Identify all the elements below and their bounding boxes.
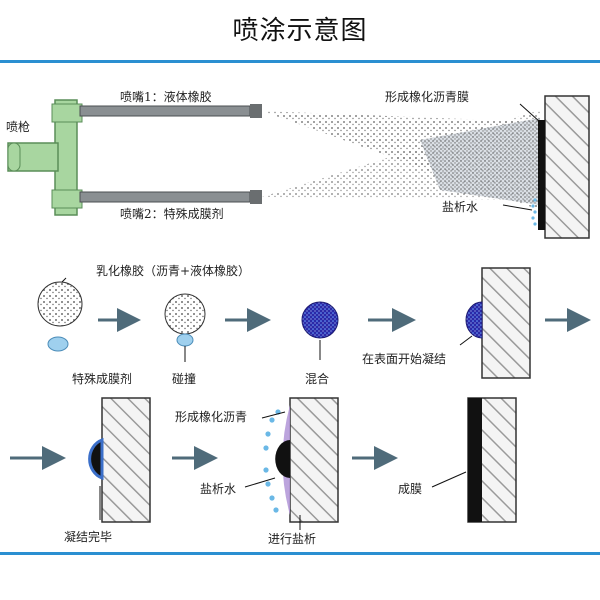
nozzle-1-icon: [79, 104, 262, 118]
page-title: 喷涂示意图: [232, 16, 368, 46]
wall-mid: [481, 267, 531, 379]
pointer-film-top: [519, 103, 541, 123]
bottom-divider: [0, 552, 600, 555]
label-nozzle1: 喷嘴1：液体橡胶: [120, 90, 212, 104]
rubber-film-top: [538, 120, 545, 230]
mixed-droplet: [301, 301, 339, 339]
collision-droplet: [164, 293, 206, 335]
label-salt-water-top: 盐析水: [442, 200, 479, 214]
nozzle-2-icon: [79, 190, 262, 204]
formed-film: [468, 398, 482, 522]
wall-bottom-1: [101, 397, 151, 523]
wall-top: [544, 95, 590, 239]
label-coagulation-done: 凝结完毕: [64, 530, 113, 544]
label-film-formed: 成膜: [398, 482, 423, 496]
coagulating-droplet: [465, 301, 483, 339]
label-mixing: 混合: [305, 372, 330, 386]
label-nozzle2: 喷嘴2：特殊成膜剂: [120, 207, 224, 221]
label-salt-water-mid: 盐析水: [200, 482, 237, 496]
special-agent-droplet: [47, 336, 69, 352]
wall-bottom-2: [289, 397, 339, 523]
label-spray-gun: 喷枪: [6, 120, 31, 134]
label-rubber-asphalt: 形成橡化沥青: [175, 410, 248, 424]
label-film-top: 形成橡化沥青膜: [385, 90, 470, 104]
salt-water-dots-top: [531, 198, 537, 226]
collision-agent-droplet: [176, 333, 194, 347]
coagulated-droplet: [88, 437, 104, 481]
label-special-agent: 特殊成膜剂: [72, 372, 133, 386]
salting-droplet: [275, 440, 290, 478]
mixed-spray-region: [420, 118, 540, 205]
label-collision: 碰撞: [172, 372, 197, 386]
emulsion-droplet: [37, 281, 83, 327]
top-divider: [0, 60, 600, 63]
pointer-salt-top: [502, 204, 533, 211]
label-emulsion: 乳化橡胶（沥青+液体橡胶）: [96, 264, 251, 278]
spray-gun-icon: [7, 99, 83, 216]
label-salting-out: 进行盐析: [268, 532, 317, 546]
label-start-coagulation: 在表面开始凝结: [362, 352, 447, 366]
